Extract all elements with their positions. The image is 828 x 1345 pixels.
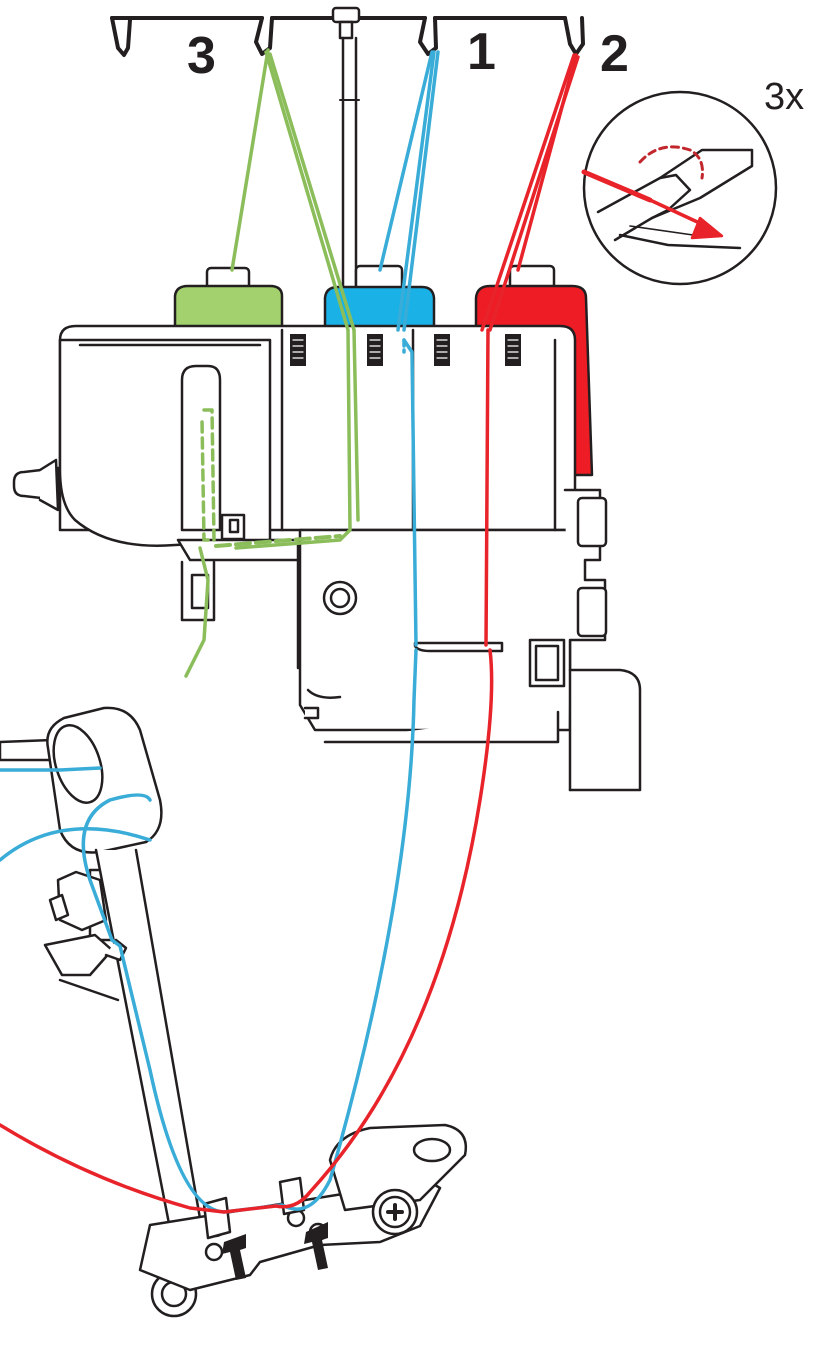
- screw-icon: [373, 1190, 417, 1234]
- repeat-count-label: 3x: [764, 78, 804, 116]
- guide-number-2: 2: [600, 28, 629, 80]
- magnifier-inset-icon: [584, 92, 776, 284]
- guide-number-3: 3: [187, 30, 216, 82]
- guide-number-1: 1: [467, 26, 496, 78]
